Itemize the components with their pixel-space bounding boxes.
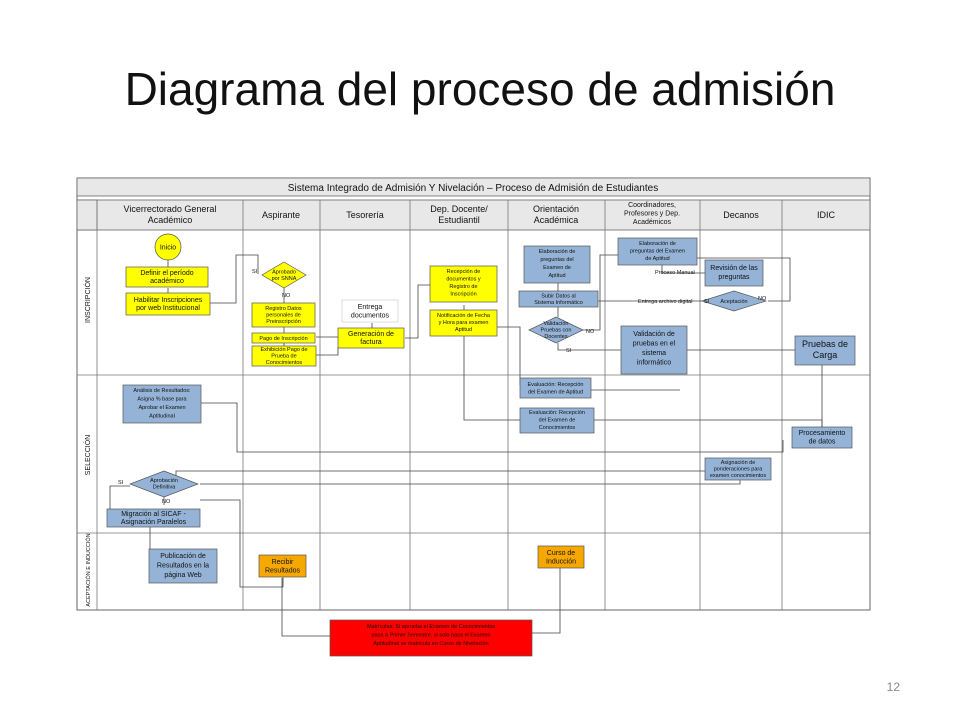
svg-text:Inicio: Inicio — [160, 245, 176, 252]
lane-header-coordinadores: Coordinadores,Profesores y Dep.Académico… — [624, 202, 680, 226]
svg-text:Migración al SICAF -Asignación: Migración al SICAF -Asignación Paralelos — [121, 511, 187, 526]
slide-title: Diagrama del proceso de admisión — [124, 63, 836, 115]
edge-label-no-snna: NO — [282, 293, 291, 299]
svg-text:Pago de Inscripción: Pago de Inscripción — [259, 336, 307, 342]
svg-text:Análisis de Resultados:Asigna: Análisis de Resultados:Asigna % base par… — [133, 388, 191, 420]
lane-header-tesoreria: Tesorería — [346, 210, 384, 220]
edge-label-no-validacion: NO — [586, 329, 595, 335]
svg-text:Matrículas: Si aprueba el Exam: Matrículas: Si aprueba el Examen de Cono… — [367, 624, 495, 647]
system-title-bar — [76, 177, 871, 197]
edge-label-si-aceptacion: SI — [704, 299, 710, 305]
phase-corner — [76, 199, 98, 231]
system-title: Sistema Integrado de Admisión Y Nivelaci… — [288, 183, 658, 194]
node-analisis-resultados: Análisis de Resultados:Asigna % base par… — [122, 384, 202, 424]
node-inicio: Inicio — [154, 233, 182, 261]
edge-label-entrega-digital: Entrega archivo digital — [638, 299, 692, 305]
connectors — [109, 254, 823, 637]
edge-labels: SI NO Proceso Manual Entrega archivo dig… — [118, 269, 767, 505]
svg-text:Aceptación: Aceptación — [720, 299, 747, 305]
node-aceptacion: Aceptación — [700, 290, 768, 312]
lane-header-decanos: Decanos — [723, 210, 759, 220]
node-migracion-sicaf: Migración al SICAF -Asignación Paralelos — [106, 508, 201, 528]
phase-label-seleccion: SELECCIÓN — [83, 435, 92, 475]
phase-label-inscripcion: INSCRIPCIÓN — [83, 277, 92, 323]
edge-label-si-validacion: SI — [566, 348, 572, 354]
edge-label-no-aceptacion: NO — [758, 296, 767, 302]
phase-label-aceptacion: ACEPTACIÓN E INDUCCIÓN — [85, 533, 92, 606]
lane-header-dep-docente: Dep. Docente/Estudiantil — [430, 204, 488, 225]
edge-label-si-definitiva: SI — [118, 480, 124, 486]
page-number: 12 — [886, 680, 900, 694]
node-pago-inscripcion: Pago de Inscripción — [251, 332, 316, 344]
edge-label-si-snna: SI — [252, 269, 258, 275]
phase-dividers — [77, 374, 870, 534]
diagram-frame — [76, 177, 871, 611]
lane-header-idic: IDIC — [817, 210, 836, 220]
node-matriculas: Matrículas: Si aprueba el Examen de Cono… — [329, 619, 533, 657]
lane-header-aspirante: Aspirante — [262, 210, 300, 220]
lane-dividers — [96, 200, 783, 610]
edge-label-proceso-manual: Proceso Manual — [655, 270, 695, 276]
edge-label-no-definitiva: NO — [162, 499, 171, 505]
